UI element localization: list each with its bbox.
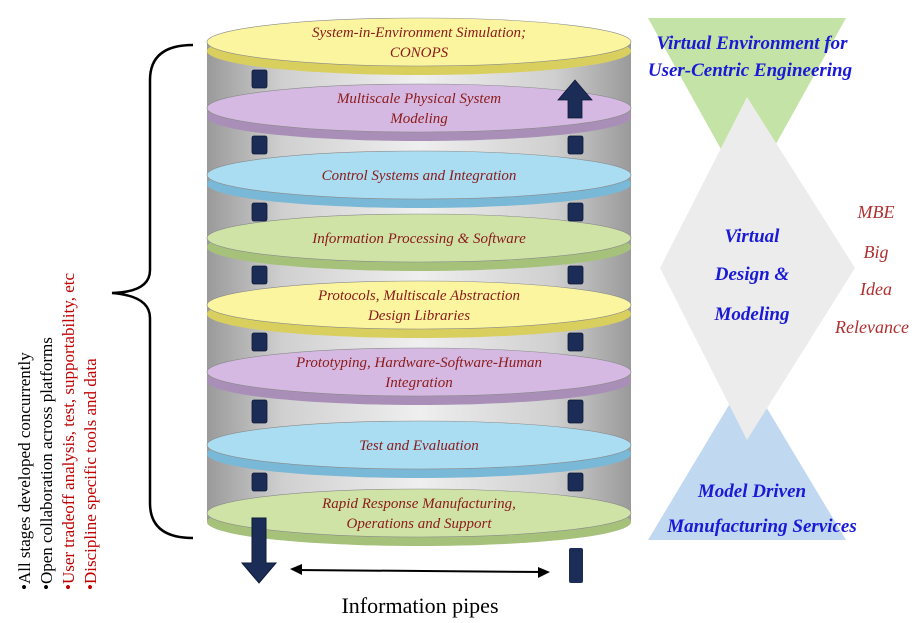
layer-label-line: Prototyping, Hardware-Software-Human	[295, 355, 542, 371]
top-label-line-1: Virtual Environment for	[656, 33, 848, 54]
side-word-mbe: MBE	[857, 202, 895, 222]
layer-disk-top	[206, 280, 632, 330]
pipe-left	[251, 472, 268, 492]
bottom-right-pipe	[569, 548, 583, 583]
information-pipes-label: Information pipes	[341, 593, 498, 618]
pipe-right	[567, 135, 584, 155]
side-word-relevance: Relevance	[834, 317, 909, 337]
layer-label-line: CONOPS	[390, 45, 449, 61]
bullet-all-stages: •All stages developed concurrently	[15, 352, 34, 590]
layer-label-line: Operations and Support	[346, 516, 492, 532]
pipe-left	[251, 202, 268, 222]
bottom-blue-triangle	[648, 375, 846, 540]
bullet-user-tradeoff: •User tradeoff analysis, test, supportab…	[59, 272, 78, 590]
layer-disk-top	[206, 213, 632, 263]
layer-label-line: Design Libraries	[367, 308, 470, 324]
pipe-left	[251, 399, 268, 424]
layer-disk-top	[206, 420, 632, 470]
layer-disk-7: Test and Evaluation	[206, 420, 632, 478]
pipe-left	[251, 69, 268, 89]
top-label-line-2: User-Centric Engineering	[648, 60, 852, 81]
bullet-list: •All stages developed concurrently •Open…	[15, 272, 100, 590]
pipe-left	[251, 135, 268, 155]
bullet-open-collaboration: •Open collaboration across platforms	[37, 337, 56, 590]
pipe-left	[251, 332, 268, 352]
middle-label-line-3: Modeling	[714, 304, 790, 325]
layer-label-line: Multiscale Physical System	[336, 91, 501, 107]
layer-label-line: Modeling	[389, 111, 448, 127]
layer-disk-6: Prototyping, Hardware-Software-HumanInte…	[206, 347, 632, 405]
layer-label-line: Integration	[384, 375, 453, 391]
side-word-idea: Idea	[859, 279, 892, 299]
bottom-label-line-1: Model Driven	[697, 481, 806, 502]
layer-disk-3: Control Systems and Integration	[206, 150, 632, 208]
bracket	[111, 43, 194, 540]
pipe-right	[567, 332, 584, 352]
middle-label-line-1: Virtual	[725, 226, 781, 247]
layer-disk-top	[206, 17, 632, 67]
layer-label-line: Information Processing & Software	[311, 231, 526, 247]
layer-disk-top	[206, 347, 632, 397]
layer-disk-top	[206, 150, 632, 200]
pipe-left	[251, 265, 268, 285]
layer-disk-5: Protocols, Multiscale AbstractionDesign …	[206, 280, 632, 338]
pipe-right	[567, 472, 584, 492]
pipe-right	[567, 265, 584, 285]
pipe-right	[567, 202, 584, 222]
layer-disk-8: Rapid Response Manufacturing, Operations …	[206, 488, 632, 546]
bottom-label-line-2: Manufacturing Services	[666, 516, 857, 537]
layer-disk-1: System-in-Environment Simulation; CONOPS	[206, 17, 632, 75]
bullet-discipline-tools: •Discipline specific tools and data	[81, 358, 100, 590]
layer-disk-top	[206, 488, 632, 538]
layer-label-line: Control Systems and Integration	[322, 168, 517, 184]
layer-label-line: Protocols, Multiscale Abstraction	[317, 288, 520, 304]
layer-disk-4: Information Processing & Software	[206, 213, 632, 271]
middle-gray-diamond	[660, 97, 855, 440]
layer-disk-top	[206, 83, 632, 133]
side-word-big: Big	[864, 242, 889, 262]
double-headed-arrow	[290, 564, 550, 578]
middle-label-line-2: Design &	[714, 264, 790, 285]
bottom-left-down-arrow	[240, 517, 278, 584]
layer-label-line: System-in-Environment Simulation;	[312, 25, 526, 41]
layer-label-line: Rapid Response Manufacturing,	[321, 496, 516, 512]
pipe-right	[567, 399, 584, 424]
pipe-up-arrow	[557, 79, 593, 119]
layer-label-line: Test and Evaluation	[359, 438, 478, 454]
